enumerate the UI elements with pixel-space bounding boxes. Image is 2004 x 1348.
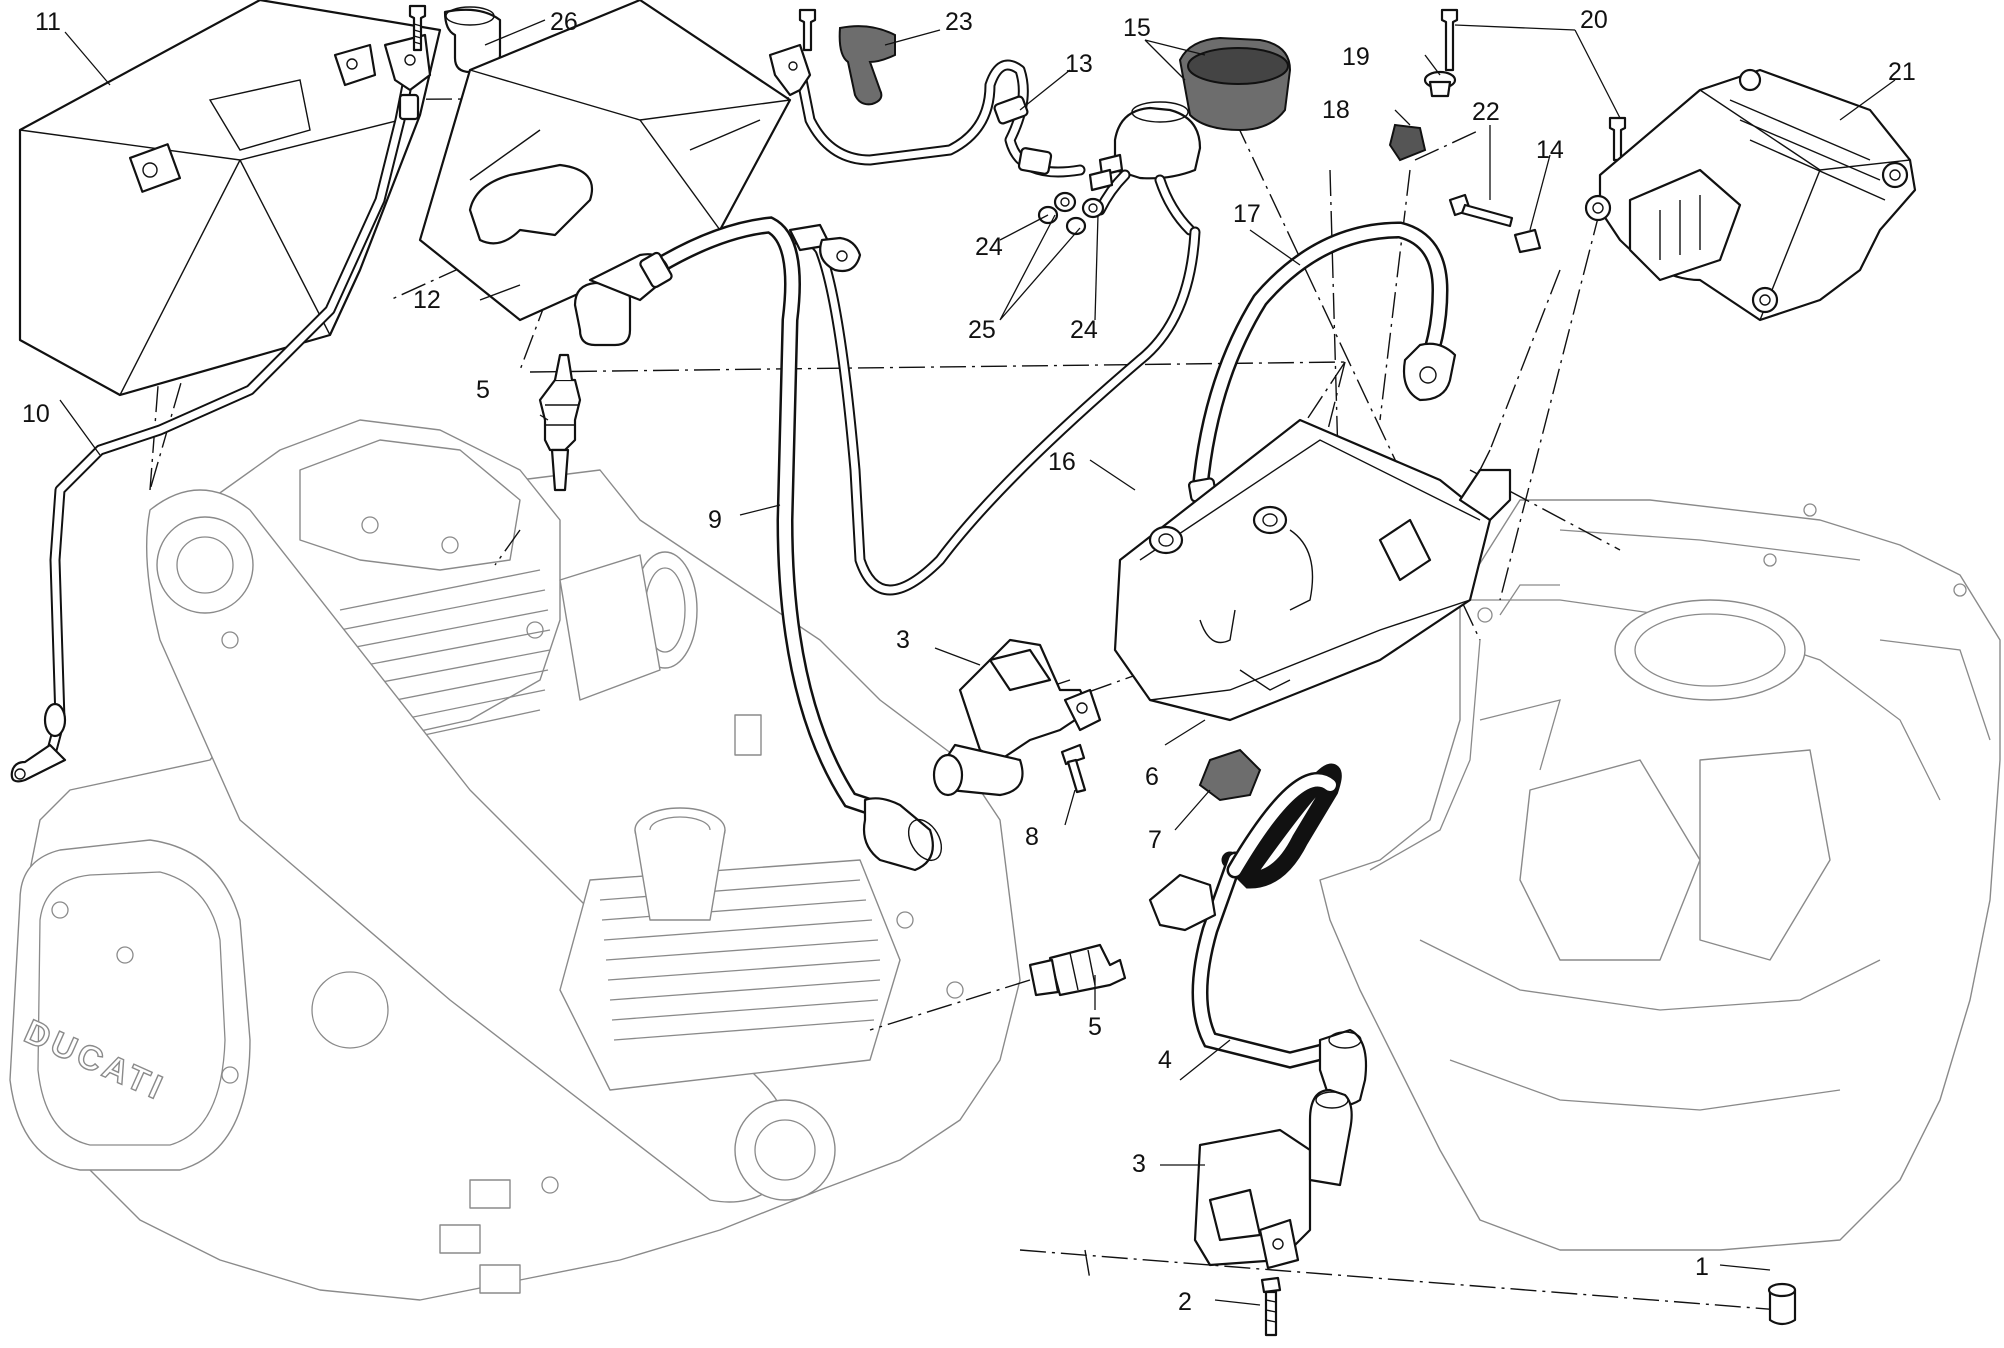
- coil-bolt-upper: [1060, 743, 1087, 794]
- label-part-17: 17: [1233, 200, 1261, 228]
- bolt-22: [1448, 193, 1514, 228]
- airbox: [1319, 499, 2001, 1251]
- label-part-22: 22: [1472, 98, 1500, 126]
- leader-lines: [59, 19, 1896, 1306]
- relay-rubber-boot: [1178, 36, 1292, 132]
- label-part-4: 4: [1158, 1046, 1172, 1074]
- engine-plugs: [439, 1179, 521, 1294]
- lower-cylinder-fins: [599, 879, 881, 1041]
- label-part-5a: 5: [476, 376, 490, 404]
- spark-plug-upper: [538, 353, 582, 492]
- label-part-25: 25: [968, 316, 996, 344]
- label-part-16: 16: [1048, 448, 1076, 476]
- relay-cable: [784, 223, 1201, 596]
- part-labels: 11 26 23 13 15 20 19 21 18 22 14 17 24 2…: [22, 6, 1916, 1316]
- spacer: [1767, 1282, 1797, 1326]
- label-part-21: 21: [1888, 58, 1916, 86]
- label-part-26: 26: [550, 8, 578, 36]
- ht-lead-front: [1148, 763, 1368, 1107]
- label-part-11: 11: [35, 8, 61, 36]
- label-part-1: 1: [1695, 1253, 1709, 1281]
- coil-bolt-lower: [1260, 1276, 1282, 1337]
- ecu-unit: [1584, 68, 1917, 322]
- label-part-9: 9: [708, 506, 722, 534]
- label-part-13: 13: [1065, 50, 1093, 78]
- label-part-24a: 24: [975, 233, 1003, 261]
- screw-20a: [1440, 8, 1459, 72]
- nuts-and-washers: [1037, 191, 1105, 236]
- label-part-7: 7: [1148, 826, 1162, 854]
- nut-14: [1513, 228, 1542, 254]
- engine-bolts: [51, 516, 964, 1194]
- label-part-8: 8: [1025, 823, 1039, 851]
- ht-lead-rear: [573, 216, 943, 872]
- screw-battery-cover: [408, 4, 427, 52]
- label-part-18: 18: [1322, 96, 1350, 124]
- label-part-19: 19: [1342, 43, 1370, 71]
- electrical-bracket: [1113, 418, 1512, 722]
- label-part-12: 12: [413, 286, 441, 314]
- starter-relay: [1088, 101, 1202, 236]
- label-part-2: 2: [1178, 1288, 1192, 1316]
- screw-starter-cable: [798, 8, 817, 52]
- spark-plug-lower: [1028, 943, 1127, 997]
- starter-cable: [768, 43, 1086, 178]
- label-part-15: 15: [1123, 14, 1151, 42]
- washer-19: [1423, 70, 1457, 98]
- label-part-3b: 3: [1132, 1150, 1146, 1178]
- label-part-3a: 3: [896, 626, 910, 654]
- ignition-coil-front: [932, 638, 1102, 797]
- rubber-grommet: [1388, 123, 1427, 162]
- ignition-coil-rear: [1193, 1088, 1353, 1270]
- terminal-cap-dark: [838, 25, 896, 106]
- rubber-mount: [1198, 748, 1262, 802]
- label-part-24b: 24: [1070, 316, 1098, 344]
- engine-block: DUCATI: [9, 419, 1021, 1301]
- ground-strap: [10, 33, 432, 783]
- label-part-14: 14: [1536, 136, 1564, 164]
- label-part-20: 20: [1580, 6, 1608, 34]
- positive-cable: [1187, 221, 1457, 503]
- label-part-5b: 5: [1088, 1013, 1102, 1041]
- label-part-23: 23: [945, 8, 973, 36]
- label-part-10: 10: [22, 400, 50, 428]
- screw-20b: [1608, 116, 1627, 162]
- label-part-6: 6: [1145, 763, 1159, 791]
